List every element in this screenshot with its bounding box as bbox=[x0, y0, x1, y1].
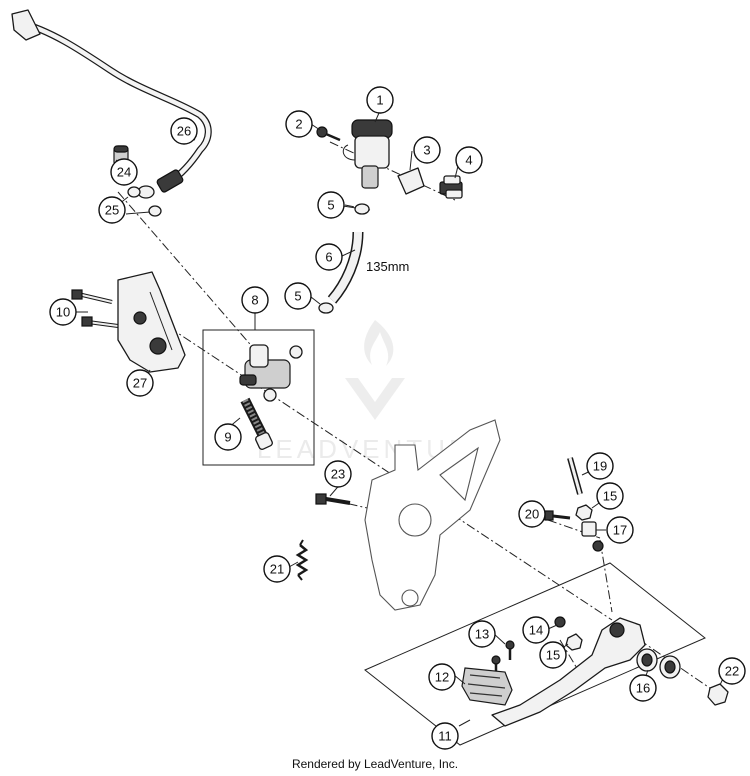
callout-12: 12 bbox=[428, 663, 456, 691]
svg-text:2: 2 bbox=[295, 117, 302, 132]
callout-17: 17 bbox=[606, 516, 634, 544]
brake-hose bbox=[11, 9, 212, 199]
pedal-washer bbox=[554, 616, 566, 628]
hose-clips bbox=[439, 175, 463, 199]
callout-5-upper: 5 bbox=[317, 191, 345, 219]
svg-text:15: 15 bbox=[546, 648, 560, 663]
callout-15-upper: 15 bbox=[596, 482, 624, 510]
svg-text:12: 12 bbox=[435, 670, 449, 685]
svg-text:16: 16 bbox=[636, 681, 650, 696]
callout-24: 24 bbox=[110, 158, 138, 186]
svg-text:20: 20 bbox=[525, 507, 539, 522]
callout-1: 1 bbox=[366, 86, 394, 114]
return-spring bbox=[295, 539, 309, 581]
svg-text:24: 24 bbox=[117, 165, 131, 180]
svg-text:8: 8 bbox=[251, 293, 258, 308]
callout-25: 25 bbox=[98, 196, 126, 224]
callout-8: 8 bbox=[241, 286, 269, 314]
hose-length-label: 135mm bbox=[366, 259, 409, 274]
hose-clamp-lower bbox=[318, 302, 334, 314]
callout-16: 16 bbox=[629, 674, 657, 702]
hose-clamp-upper bbox=[354, 203, 370, 215]
callout-21: 21 bbox=[263, 555, 291, 583]
pivot-nut bbox=[707, 683, 729, 706]
callout-11: 11 bbox=[431, 722, 459, 750]
svg-text:5: 5 bbox=[294, 289, 301, 304]
brake-pedal bbox=[491, 617, 646, 727]
svg-text:27: 27 bbox=[133, 376, 147, 391]
callout-22: 22 bbox=[718, 657, 746, 685]
master-cylinder bbox=[239, 344, 303, 402]
callout-27: 27 bbox=[126, 369, 154, 397]
pedal-tip bbox=[461, 667, 513, 706]
footrest-bracket bbox=[364, 419, 501, 611]
nut-lower bbox=[565, 633, 583, 651]
svg-text:10: 10 bbox=[56, 305, 70, 320]
svg-text:13: 13 bbox=[475, 627, 489, 642]
clevis bbox=[581, 521, 604, 552]
pedal-pin bbox=[567, 457, 583, 495]
push-rod bbox=[240, 397, 273, 450]
reservoir-bracket bbox=[397, 167, 425, 195]
mounting-bolts bbox=[71, 289, 119, 328]
svg-text:14: 14 bbox=[529, 623, 543, 638]
callout-6: 6 bbox=[315, 243, 343, 271]
o-ring-lower bbox=[148, 205, 162, 217]
svg-text:6: 6 bbox=[325, 250, 332, 265]
heel-guard bbox=[117, 271, 186, 373]
svg-text:17: 17 bbox=[613, 523, 627, 538]
svg-text:25: 25 bbox=[105, 203, 119, 218]
svg-text:22: 22 bbox=[725, 664, 739, 679]
svg-text:4: 4 bbox=[465, 153, 472, 168]
svg-text:5: 5 bbox=[327, 198, 334, 213]
render-credit: Rendered by LeadVenture, Inc. bbox=[292, 757, 458, 771]
master-cylinder-group-frame bbox=[202, 329, 315, 466]
assembly-lines bbox=[117, 141, 721, 696]
o-ring-upper bbox=[127, 186, 141, 198]
svg-text:15: 15 bbox=[603, 489, 617, 504]
svg-text:9: 9 bbox=[224, 430, 231, 445]
brake-pedal-group-frame bbox=[364, 562, 706, 746]
nut-upper bbox=[575, 504, 593, 521]
callout-13: 13 bbox=[468, 620, 496, 648]
svg-text:19: 19 bbox=[593, 459, 607, 474]
svg-text:3: 3 bbox=[423, 143, 430, 158]
callout-23: 23 bbox=[324, 460, 352, 488]
callout-26: 26 bbox=[170, 117, 198, 145]
fluid-reservoir bbox=[342, 119, 393, 189]
svg-text:26: 26 bbox=[177, 124, 191, 139]
callout-5-lower: 5 bbox=[284, 282, 312, 310]
callout-19: 19 bbox=[586, 452, 614, 480]
pedal-bushings bbox=[636, 648, 681, 679]
svg-text:21: 21 bbox=[270, 562, 284, 577]
svg-text:1: 1 bbox=[376, 93, 383, 108]
callout-3: 3 bbox=[413, 136, 441, 164]
reservoir-hose bbox=[327, 231, 364, 304]
bracket-bolt bbox=[315, 493, 351, 505]
reservoir-screw bbox=[316, 126, 341, 142]
callout-20: 20 bbox=[518, 500, 546, 528]
callout-9: 9 bbox=[214, 423, 242, 451]
callout-4: 4 bbox=[455, 146, 483, 174]
clevis-bolt bbox=[544, 510, 571, 521]
svg-text:23: 23 bbox=[331, 467, 345, 482]
footpeg-screws bbox=[491, 640, 515, 675]
callout-15-lower: 15 bbox=[539, 641, 567, 669]
callout-10: 10 bbox=[49, 298, 77, 326]
callout-2: 2 bbox=[285, 110, 313, 138]
svg-text:11: 11 bbox=[438, 729, 452, 744]
callout-14: 14 bbox=[522, 616, 550, 644]
